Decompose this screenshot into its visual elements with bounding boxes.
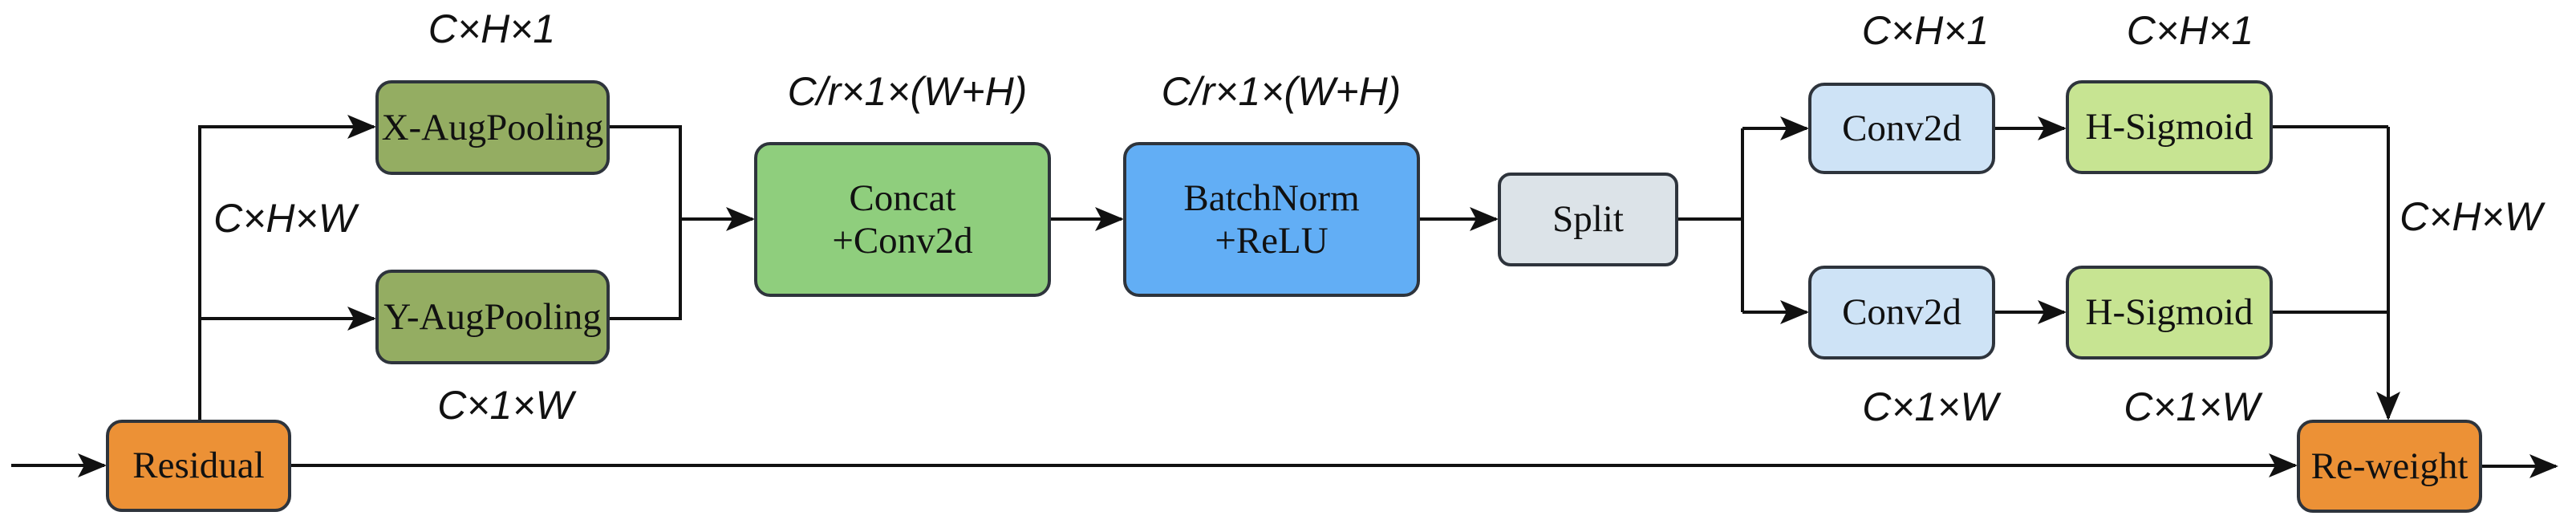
concat-conv2d-label-line1: Concat	[849, 177, 956, 219]
tensor-label-cxhx1-top-left: C×H×1	[428, 6, 556, 51]
batchnorm-relu-label-line1: BatchNorm	[1183, 177, 1360, 219]
arrow-branch-to-x-augpooling	[198, 115, 376, 420]
tensor-label-cxhx1-hsigmoid-top: C×H×1	[2126, 8, 2254, 53]
residual-label: Residual	[132, 445, 265, 487]
h-sigmoid-bottom-label: H-Sigmoid	[2085, 291, 2253, 334]
concat-conv2d-box: Concat +Conv2d	[754, 142, 1051, 297]
x-augpooling-box: X-AugPooling	[375, 80, 610, 175]
h-sigmoid-top-label: H-Sigmoid	[2085, 106, 2253, 148]
line-hsigmoid-merge	[2273, 125, 2388, 314]
h-sigmoid-top-box: H-Sigmoid	[2066, 80, 2273, 174]
re-weight-label: Re-weight	[2310, 445, 2468, 487]
split-label: Split	[1552, 198, 1624, 241]
tensor-label-cx1xw-conv2d-bottom: C×1×W	[1862, 384, 1998, 429]
conv2d-top-label: Conv2d	[1842, 107, 1961, 149]
residual-box: Residual	[106, 420, 291, 512]
concat-conv2d-label-line2: +Conv2d	[832, 219, 973, 262]
batchnorm-relu-label-line2: +ReLU	[1215, 219, 1329, 262]
tensor-label-crx1xwh-batchnorm: C/r×1×(W+H)	[1161, 69, 1402, 114]
tensor-label-cxhx1-conv2d-top: C×H×1	[1861, 8, 1990, 53]
y-augpooling-label: Y-AugPooling	[383, 295, 602, 338]
conv2d-bottom-box: Conv2d	[1808, 266, 1995, 359]
batchnorm-relu-box: BatchNorm +ReLU	[1123, 142, 1420, 297]
line-split-fanout	[1678, 128, 1744, 312]
tensor-label-cx1xw-hsigmoid-bottom: C×1×W	[2124, 384, 2260, 429]
re-weight-box: Re-weight	[2297, 420, 2482, 513]
conv2d-bottom-label: Conv2d	[1842, 291, 1961, 334]
split-box: Split	[1498, 173, 1678, 266]
tensor-label-cxhxw-right: C×H×W	[2400, 194, 2542, 239]
x-augpooling-label: X-AugPooling	[381, 106, 604, 148]
line-pooling-merge	[610, 125, 682, 320]
tensor-label-cx1xw-bottom-left: C×1×W	[437, 383, 574, 428]
y-augpooling-box: Y-AugPooling	[375, 270, 610, 364]
conv2d-top-box: Conv2d	[1808, 83, 1995, 174]
tensor-label-crx1xwh-concat: C/r×1×(W+H)	[787, 69, 1028, 114]
tensor-label-cxhxw-left: C×H×W	[213, 196, 356, 241]
h-sigmoid-bottom-box: H-Sigmoid	[2066, 266, 2273, 359]
